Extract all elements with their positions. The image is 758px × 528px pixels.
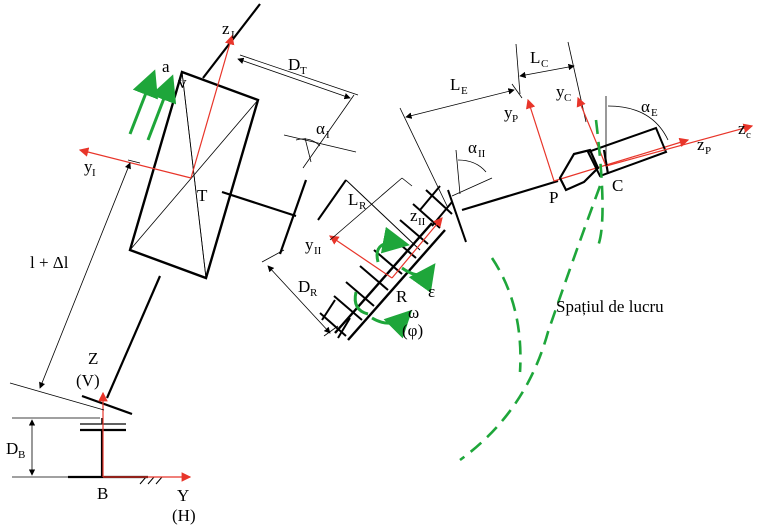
label-epsilon: ε xyxy=(428,282,435,301)
label-zc: z xyxy=(738,119,746,138)
label-p: P xyxy=(549,188,558,207)
label-lr-sub: R xyxy=(359,200,367,212)
label-dt: D xyxy=(288,55,300,74)
label-zi-sub: I xyxy=(231,29,235,41)
dr-dimension xyxy=(261,249,339,337)
column-link xyxy=(105,3,261,399)
rotary-joint-r xyxy=(317,179,467,341)
label-dt-sub: T xyxy=(300,65,307,77)
label-yp-sub: P xyxy=(512,113,518,125)
label-dr: D xyxy=(298,277,310,296)
label-le: L xyxy=(450,75,460,94)
alpha-e-angle xyxy=(605,96,669,166)
dt-dimension xyxy=(237,54,359,169)
label-r: R xyxy=(396,287,408,306)
label-yc: y xyxy=(556,82,565,101)
label-yii: y xyxy=(305,235,314,254)
label-t: T xyxy=(197,186,208,205)
label-alpha-e-sub: E xyxy=(651,107,658,119)
db-dimension xyxy=(12,417,100,478)
arm-t-to-r xyxy=(221,179,308,255)
label-phi: (φ) xyxy=(402,321,423,340)
label-lc-sub: C xyxy=(541,58,548,70)
label-yi-sub: I xyxy=(92,167,96,179)
label-le-sub: E xyxy=(461,85,468,97)
le-dimension xyxy=(399,83,523,209)
label-dr-sub: R xyxy=(310,287,318,299)
label-zii: z xyxy=(410,206,418,225)
label-yp: y xyxy=(504,103,513,122)
lc-dimension xyxy=(515,41,587,123)
frame-t xyxy=(78,34,235,179)
base-frame xyxy=(98,391,192,482)
label-z: Z xyxy=(88,349,98,368)
label-zc-sub: c xyxy=(746,129,751,141)
label-db-sub: B xyxy=(18,449,25,461)
label-zp-sub: P xyxy=(705,145,711,157)
label-alpha-ii: α xyxy=(468,138,477,157)
prismatic-joint-t xyxy=(128,70,260,280)
label-workspace: Spațiul de lucru xyxy=(556,297,664,316)
text-labels: z I a v D T y I T l + Δl α I L R y II z … xyxy=(6,19,751,525)
label-a: a xyxy=(162,57,170,76)
label-alpha-i: α xyxy=(316,119,325,138)
rotation-arrows xyxy=(353,226,436,339)
label-l-dl: l + Δl xyxy=(30,253,69,272)
label-yii-sub: II xyxy=(314,245,322,257)
label-h: (H) xyxy=(172,506,196,525)
label-zp: z xyxy=(697,135,705,154)
label-b: B xyxy=(97,484,108,503)
alpha-i-angle xyxy=(283,134,357,163)
label-alpha-ii-sub: II xyxy=(478,148,486,160)
label-c: C xyxy=(612,176,623,195)
label-lr: L xyxy=(348,190,358,209)
label-alpha-i-sub: I xyxy=(326,129,330,141)
label-v: v xyxy=(178,73,187,92)
frame-c xyxy=(576,96,754,167)
label-v-paren: (V) xyxy=(76,371,100,390)
label-db: D xyxy=(6,439,18,458)
base-joint xyxy=(68,394,163,485)
velocity-arrows xyxy=(128,69,177,141)
label-yc-sub: C xyxy=(564,92,571,104)
label-y: Y xyxy=(177,486,189,505)
frame-r xyxy=(329,217,443,279)
lr-dimension xyxy=(329,177,413,241)
label-lc: L xyxy=(530,48,540,67)
label-zii-sub: II xyxy=(418,216,426,228)
forearm xyxy=(461,179,559,212)
label-alpha-e: α xyxy=(641,97,650,116)
frame-p xyxy=(525,98,690,182)
label-yi: y xyxy=(84,157,93,176)
label-zi: z xyxy=(222,19,230,38)
alpha-ii-angle xyxy=(451,149,493,197)
l-dl-dimension xyxy=(9,159,141,411)
workspace-boundary xyxy=(459,119,604,462)
label-omega: ω xyxy=(408,303,419,322)
